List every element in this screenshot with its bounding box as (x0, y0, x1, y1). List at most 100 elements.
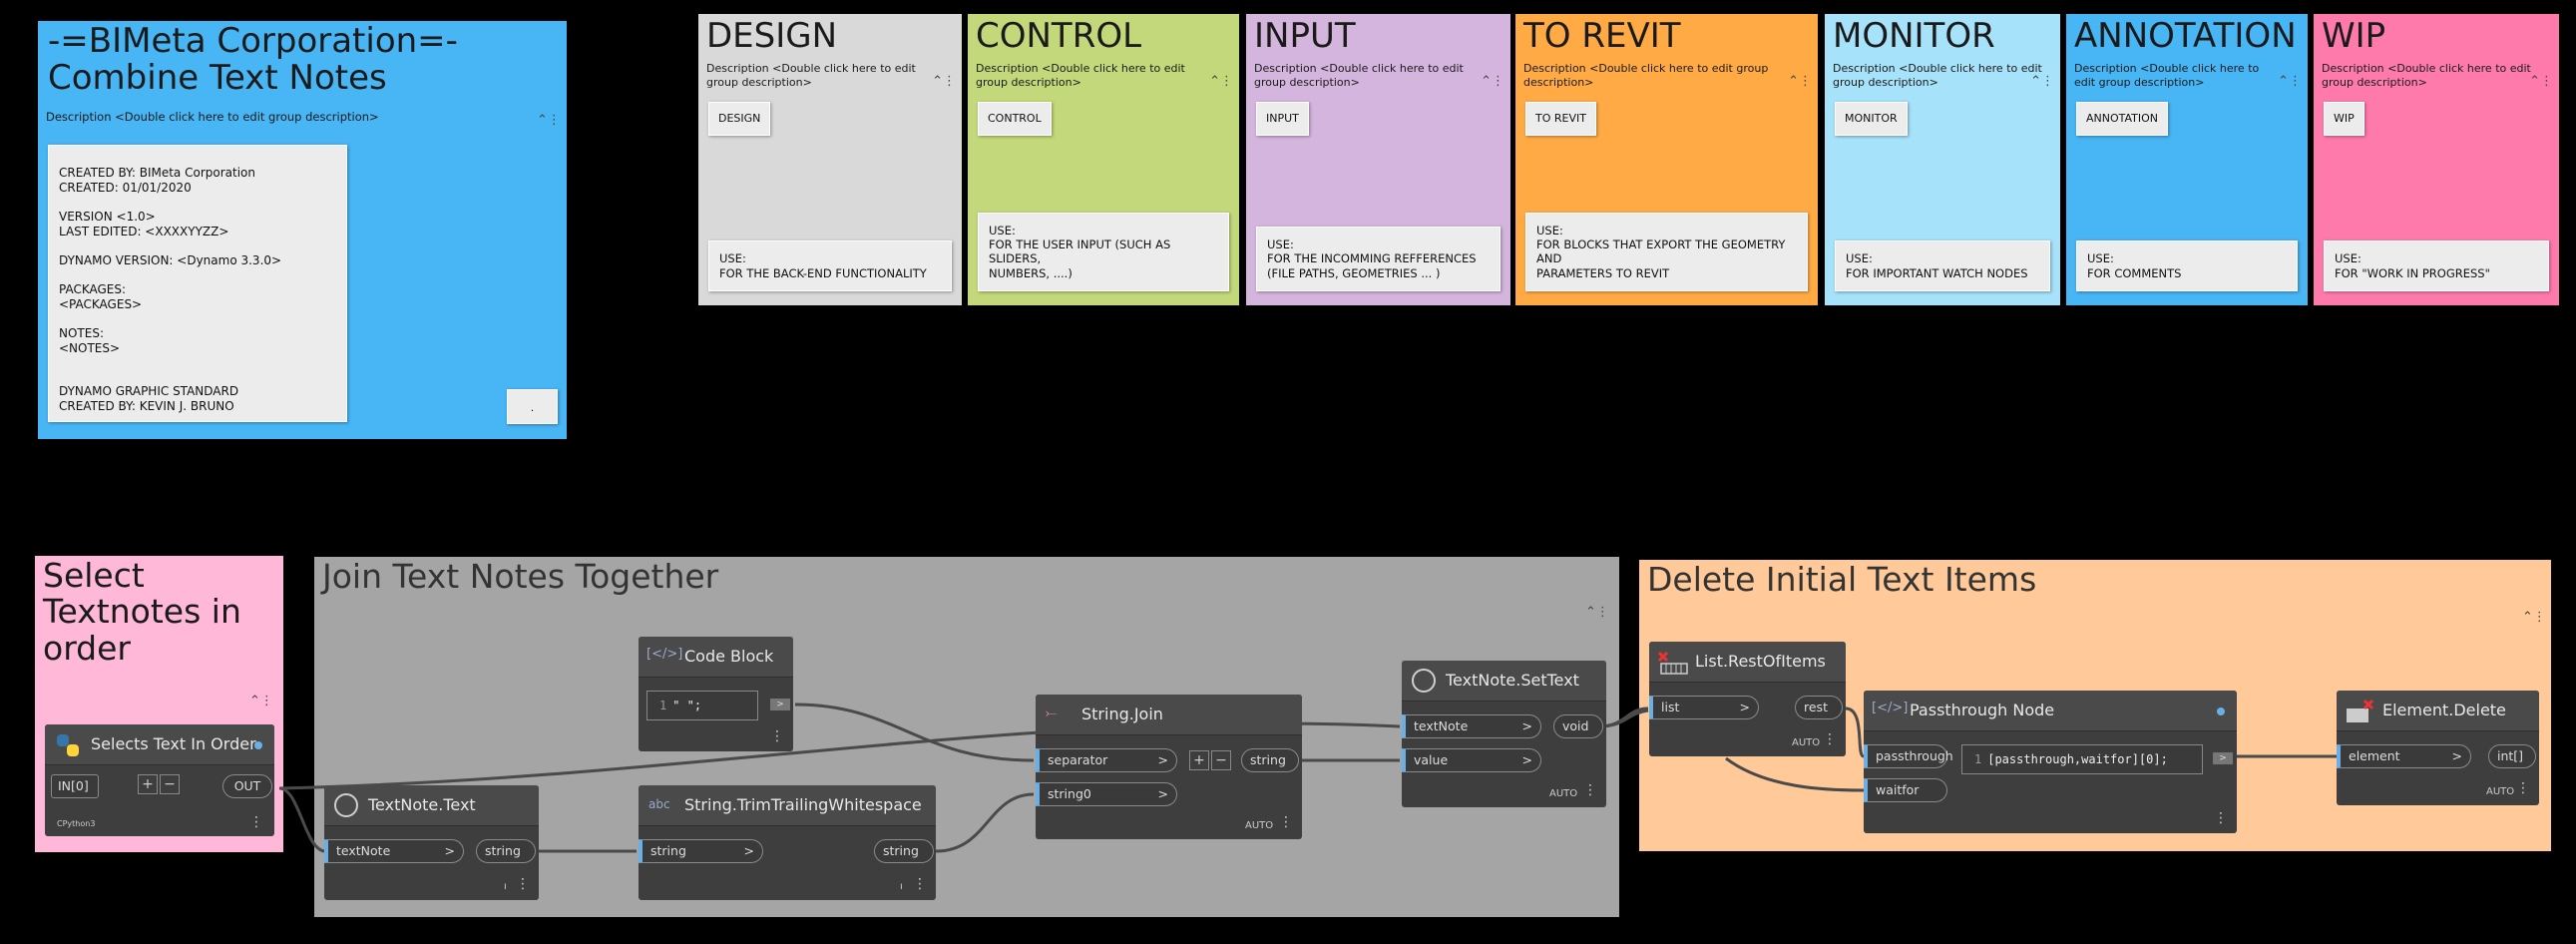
legend-group-description[interactable]: Description <Double click here to edit g… (706, 62, 916, 89)
legend-use-note[interactable]: USE: FOR "WORK IN PROGRESS" (2324, 240, 2549, 291)
node-header[interactable]: Selects Text In Order (45, 724, 274, 765)
group-delete-title[interactable]: Delete Initial Text Items (1647, 560, 2037, 599)
output-port-int-list[interactable]: int[] (2488, 744, 2536, 768)
collapse-icon[interactable]: ⌃⋮ (932, 74, 956, 89)
collapse-icon[interactable]: ⌃⋮ (2030, 74, 2054, 89)
remove-input-button[interactable]: − (1211, 750, 1231, 770)
input-port-value[interactable]: value> (1402, 748, 1541, 772)
legend-use-note[interactable]: USE: FOR IMPORTANT WATCH NODES (1835, 240, 2050, 291)
legend-group-title[interactable]: MONITOR (1833, 16, 1995, 56)
node-textnote-text[interactable]: TextNote.Text textNote> string ı ⋮ (324, 785, 539, 900)
node-header[interactable]: [</>] Code Block (639, 637, 793, 678)
legend-group-title[interactable]: WIP (2322, 16, 2386, 56)
group-select-title[interactable]: Select Textnotes in order (43, 556, 241, 668)
node-header[interactable]: [</>] Passthrough Node (1864, 691, 2237, 731)
code-editor[interactable]: 1" "; (646, 691, 758, 720)
collapse-icon[interactable]: ⌃⋮ (1788, 74, 1812, 89)
node-menu-icon[interactable]: ⋮ (516, 876, 530, 892)
node-list-rest-of-items[interactable]: List.RestOfItems list> rest AUTO ⋮ (1649, 642, 1846, 756)
input-port-textnote[interactable]: textNote> (1402, 714, 1541, 738)
node-menu-icon[interactable]: ⋮ (249, 814, 263, 830)
input-port-string0[interactable]: string0> (1036, 782, 1177, 806)
output-port-string[interactable]: string (874, 839, 934, 863)
legend-group-monitor[interactable]: MONITOR Description <Double click here t… (1825, 14, 2060, 305)
legend-group-title[interactable]: INPUT (1254, 16, 1356, 56)
collapse-icon[interactable]: ⌃⋮ (1481, 74, 1504, 89)
code-editor[interactable]: 1[passthrough,waitfor][0]; (1961, 744, 2203, 774)
legend-group-description[interactable]: Description <Double click here to edit g… (976, 62, 1185, 89)
legend-tag-note[interactable]: CONTROL (978, 102, 1052, 136)
legend-group-description[interactable]: Description <Double click here to edit g… (2074, 62, 2260, 89)
output-port-void[interactable]: void (1553, 714, 1603, 738)
input-port-passthrough[interactable]: passthrough (1864, 744, 1953, 768)
header-group[interactable]: -=BIMeta Corporation=- Combine Text Note… (38, 21, 567, 439)
remove-input-button[interactable]: − (160, 774, 180, 794)
output-port-string[interactable]: string (1241, 748, 1299, 772)
legend-tag-note[interactable]: INPUT (1256, 102, 1309, 136)
legend-use-note[interactable]: USE: FOR COMMENTS (2076, 240, 2298, 291)
legend-use-note[interactable]: USE: FOR THE USER INPUT (SUCH AS SLIDERS… (978, 212, 1229, 291)
legend-group-control[interactable]: CONTROL Description <Double click here t… (968, 14, 1239, 305)
node-header[interactable]: TextNote.SetText (1402, 661, 1606, 702)
legend-tag-note[interactable]: WIP (2324, 102, 2364, 136)
legend-tag-note[interactable]: TO REVIT (1525, 102, 1596, 136)
node-header[interactable]: ⤚ String.Join (1036, 695, 1302, 735)
output-port-arrow[interactable]: > (2213, 752, 2233, 764)
legend-group-description[interactable]: Description <Double click here to edit g… (1254, 62, 1464, 89)
collapse-icon[interactable]: ⌃⋮ (2278, 74, 2302, 89)
node-string-trim-trailing-whitespace[interactable]: abc String.TrimTrailingWhitespace string… (639, 785, 936, 900)
output-port-rest[interactable]: rest (1795, 696, 1843, 719)
add-input-button[interactable]: + (138, 774, 158, 794)
legend-group-wip[interactable]: WIP Description <Double click here to ed… (2314, 14, 2559, 305)
node-header[interactable]: List.RestOfItems (1649, 642, 1846, 683)
header-group-description[interactable]: Description <Double click here to edit g… (46, 110, 379, 124)
node-menu-icon[interactable]: ⋮ (1823, 731, 1837, 747)
legend-tag-note[interactable]: MONITOR (1835, 102, 1908, 136)
legend-group-description[interactable]: Description <Double click here to edit g… (1523, 62, 1769, 89)
node-code-block[interactable]: [</>] Code Block 1" "; > ⋮ (639, 637, 793, 751)
header-group-title[interactable]: -=BIMeta Corporation=- Combine Text Note… (48, 21, 458, 99)
legend-group-design[interactable]: DESIGN Description <Double click here to… (698, 14, 962, 305)
legend-use-note[interactable]: USE: FOR THE INCOMMING REFFERENCES (FILE… (1256, 226, 1501, 291)
node-passthrough[interactable]: [</>] Passthrough Node passthrough waitf… (1864, 691, 2237, 833)
legend-group-title[interactable]: TO REVIT (1523, 16, 1681, 56)
legend-group-input[interactable]: INPUT Description <Double click here to … (1246, 14, 1510, 305)
node-header[interactable]: Element.Delete (2337, 691, 2539, 731)
input-port-in0[interactable]: IN[0] (51, 774, 99, 798)
legend-tag-note[interactable]: DESIGN (708, 102, 771, 136)
output-port-arrow[interactable]: > (770, 699, 790, 710)
node-header[interactable]: abc String.TrimTrailingWhitespace (639, 785, 936, 826)
collapse-icon[interactable]: ⌃⋮ (537, 113, 561, 128)
group-join-title[interactable]: Join Text Notes Together (322, 557, 719, 596)
collapse-icon[interactable]: ⌃⋮ (1585, 605, 1609, 620)
input-port-list[interactable]: list> (1649, 696, 1759, 719)
node-selects-text-in-order[interactable]: Selects Text In Order IN[0] + − OUT CPyt… (45, 724, 274, 836)
node-string-join[interactable]: ⤚ String.Join separator> string0> + − st… (1036, 695, 1302, 839)
input-port-string[interactable]: string> (639, 839, 763, 863)
node-textnote-settext[interactable]: TextNote.SetText textNote> value> void A… (1402, 661, 1606, 807)
node-element-delete[interactable]: Element.Delete element> int[] AUTO ⋮ (2337, 691, 2539, 805)
input-port-textnote[interactable]: textNote> (324, 839, 464, 863)
collapse-icon[interactable]: ⌃⋮ (249, 694, 273, 708)
node-menu-icon[interactable]: ⋮ (2214, 810, 2228, 826)
node-menu-icon[interactable]: ⋮ (1583, 782, 1597, 798)
output-port-string[interactable]: string (476, 839, 536, 863)
node-menu-icon[interactable]: ⋮ (770, 728, 784, 744)
legend-use-note[interactable]: USE: FOR THE BACK-END FUNCTIONALITY (708, 240, 952, 291)
output-port-out[interactable]: OUT (222, 774, 272, 798)
legend-group-description[interactable]: Description <Double click here to edit g… (1833, 62, 2042, 89)
node-header[interactable]: TextNote.Text (324, 785, 539, 826)
legend-use-note[interactable]: USE: FOR BLOCKS THAT EXPORT THE GEOMETRY… (1525, 212, 1808, 291)
collapse-icon[interactable]: ⌃⋮ (2522, 610, 2546, 625)
add-input-button[interactable]: + (1189, 750, 1209, 770)
collapse-icon[interactable]: ⌃⋮ (2529, 74, 2553, 89)
node-menu-icon[interactable]: ⋮ (2516, 780, 2530, 796)
legend-group-description[interactable]: Description <Double click here to edit g… (2322, 62, 2531, 89)
legend-tag-note[interactable]: ANNOTATION (2076, 102, 2169, 136)
node-menu-icon[interactable]: ⋮ (913, 876, 927, 892)
input-port-waitfor[interactable]: waitfor (1864, 778, 1947, 802)
legend-group-annotation[interactable]: ANNOTATION Description <Double click her… (2066, 14, 2308, 305)
small-note[interactable]: . (507, 389, 558, 424)
input-port-element[interactable]: element> (2337, 744, 2471, 768)
